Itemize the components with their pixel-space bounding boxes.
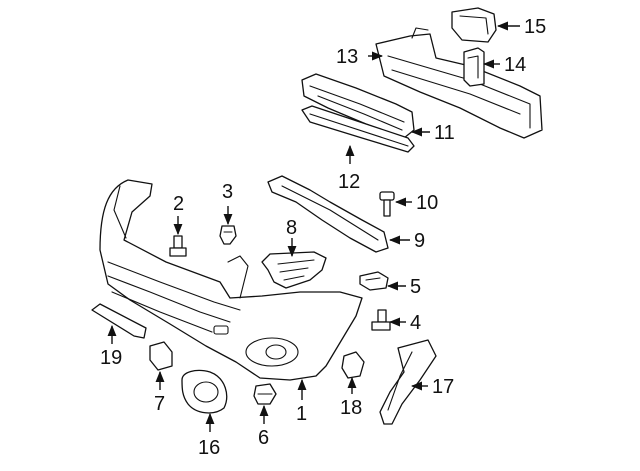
leader-lines <box>107 21 520 432</box>
callout-10: 10 <box>416 192 438 214</box>
callout-9: 9 <box>414 230 425 252</box>
part-10-bolt <box>379 191 395 217</box>
callout-14: 14 <box>504 54 526 76</box>
part-1-bumper-cover <box>99 179 363 381</box>
part-7-bracket <box>149 341 173 371</box>
callout-4: 4 <box>410 312 421 334</box>
part-16-fog-bezel <box>181 369 228 414</box>
part-5-clip <box>359 271 389 291</box>
callout-1: 1 <box>296 403 307 425</box>
part-4-bolt <box>371 309 391 331</box>
callout-8: 8 <box>286 217 297 239</box>
part-3-clip <box>219 225 237 245</box>
callout-7: 7 <box>154 393 165 415</box>
callout-15: 15 <box>524 16 546 38</box>
callout-19: 19 <box>100 347 122 369</box>
part-2-bolt <box>169 235 187 257</box>
callout-5: 5 <box>410 276 421 298</box>
callout-labels: 15 14 13 11 12 10 9 8 3 2 5 4 1 19 7 16 … <box>100 16 546 459</box>
part-12-strip <box>301 105 415 153</box>
part-13-reinforcement <box>375 27 543 139</box>
part-9-support <box>267 175 389 253</box>
part-15-bracket <box>451 7 497 43</box>
callout-13: 13 <box>336 46 358 68</box>
callout-6: 6 <box>258 427 269 449</box>
part-8-bracket <box>261 251 327 289</box>
callout-2: 2 <box>173 193 184 215</box>
part-6-clip <box>253 383 277 405</box>
callout-18: 18 <box>340 397 362 419</box>
callout-3: 3 <box>222 181 233 203</box>
callout-16: 16 <box>198 437 220 459</box>
part-14-retainer <box>463 47 485 87</box>
part-19-strip <box>91 303 147 339</box>
callout-12: 12 <box>338 171 360 193</box>
callout-11: 11 <box>434 122 455 144</box>
callout-17: 17 <box>432 376 454 398</box>
part-17-extension <box>379 339 437 425</box>
part-18-bracket <box>341 351 365 379</box>
